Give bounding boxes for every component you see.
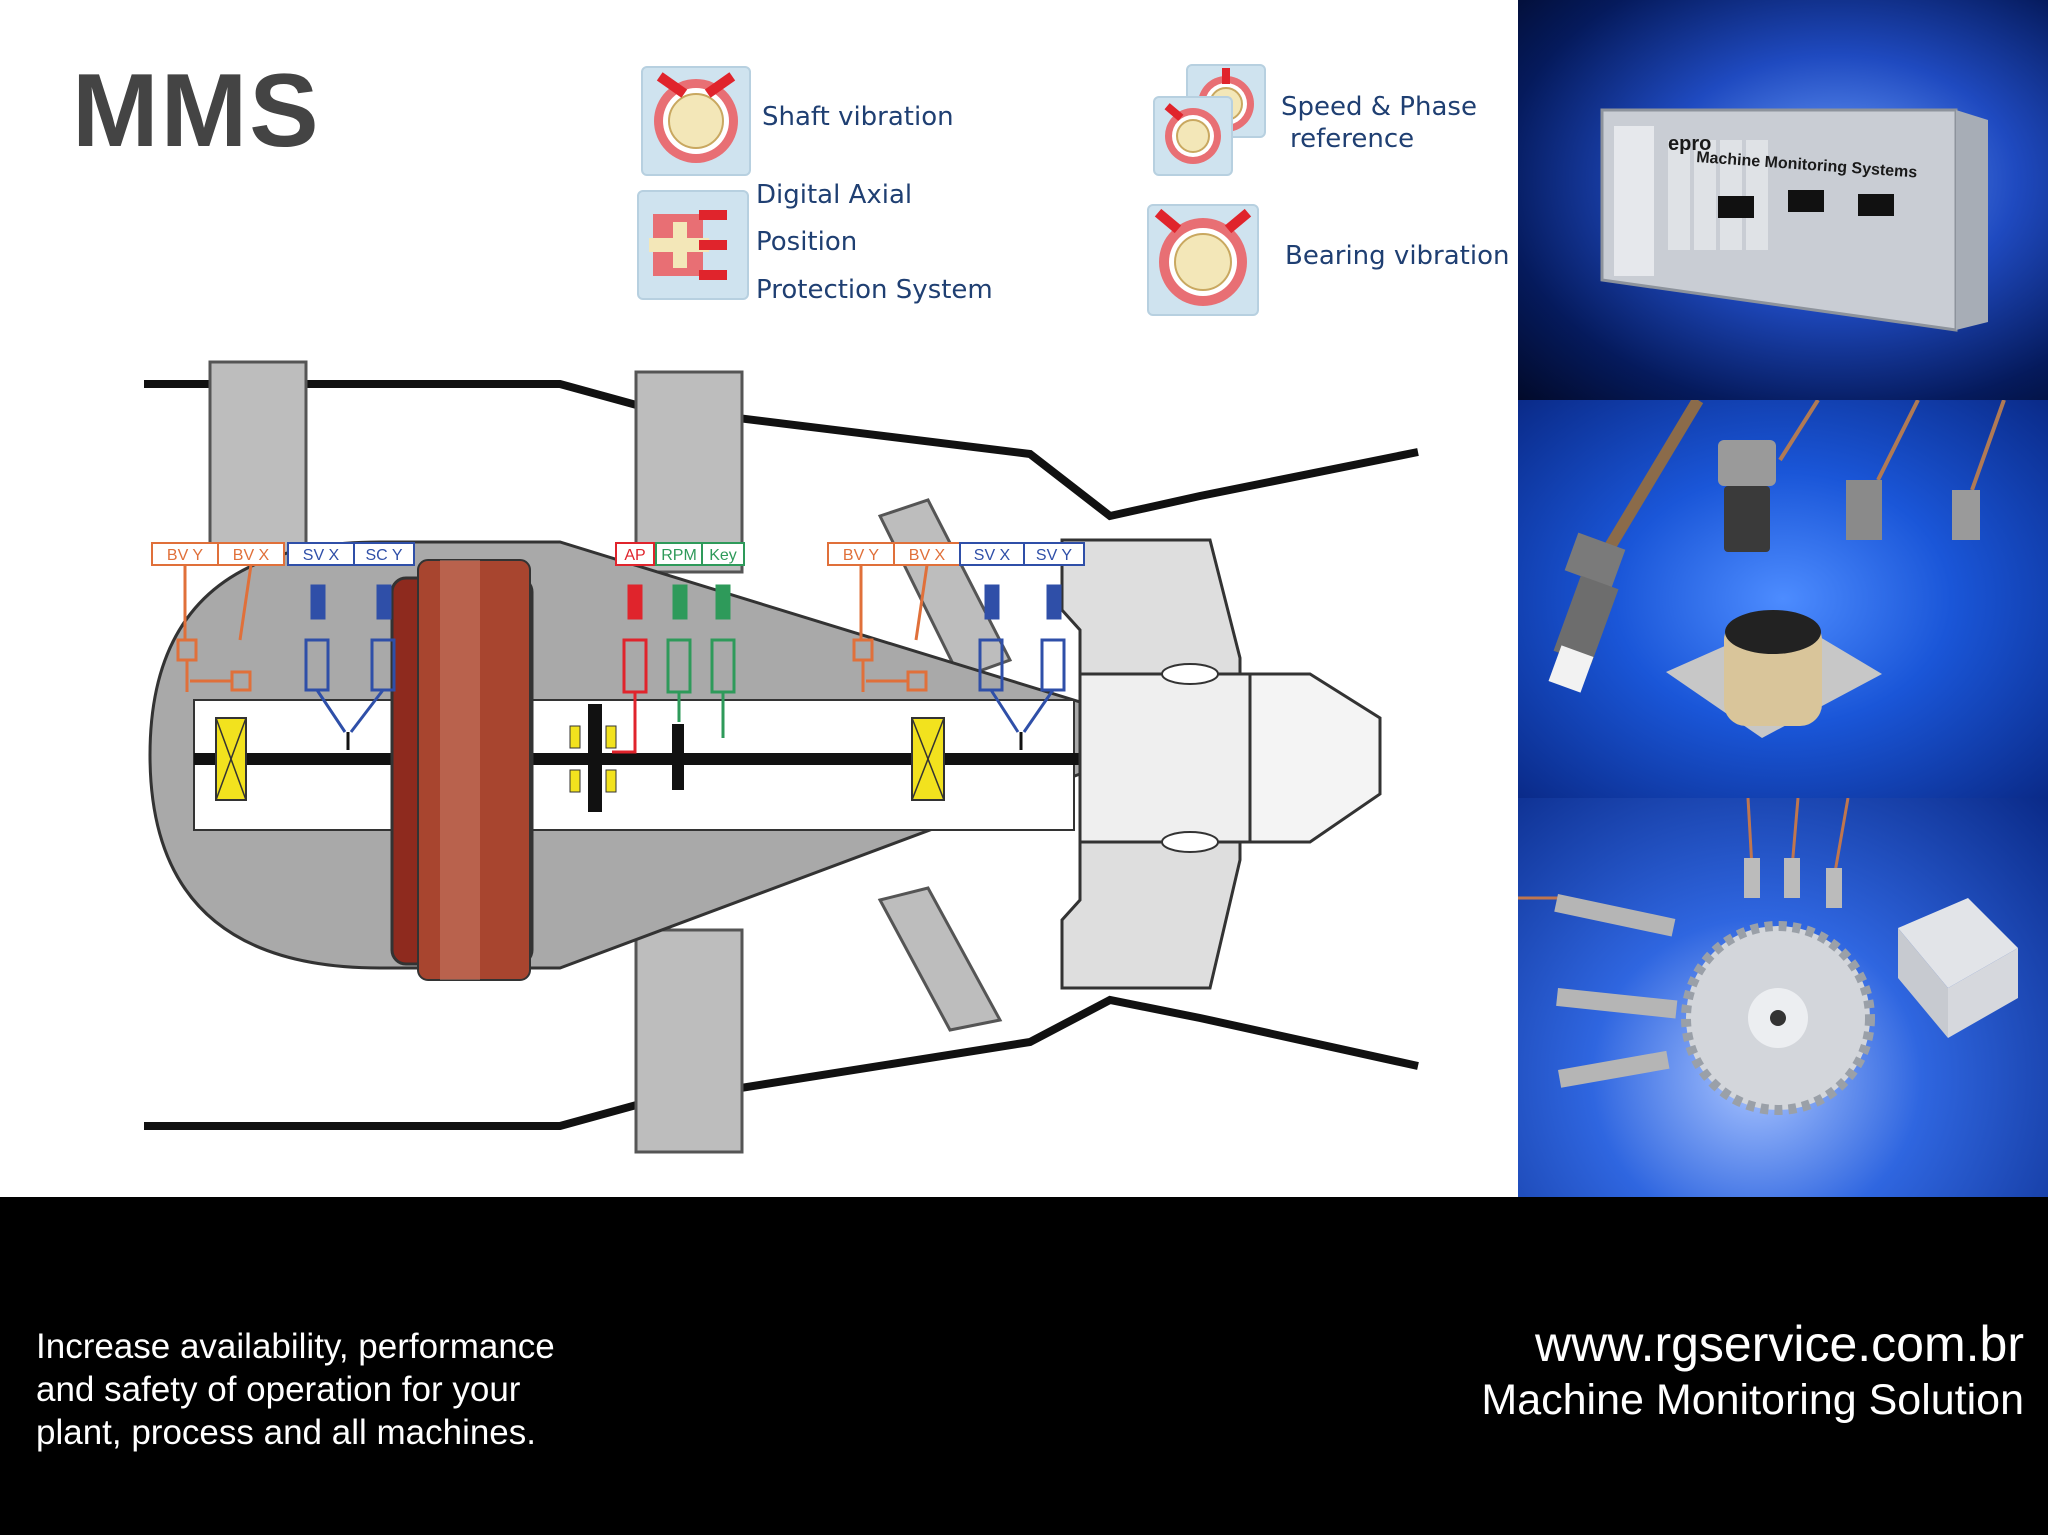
shaft-vibration-label: Shaft vibration: [762, 102, 954, 132]
thrust-collar: [588, 704, 602, 812]
svg-text:BV Y: BV Y: [167, 547, 204, 564]
machine-diagram: BV Y BV X SV X SC Y AP RPM Key BV Y: [144, 360, 1419, 1154]
svg-text:Key: Key: [709, 547, 737, 564]
svg-text:BV Y: BV Y: [843, 547, 880, 564]
sensors-photo: [1518, 400, 2048, 798]
speed-sensor-leads: [666, 584, 736, 738]
monitoring-rack-photo: epro Machine Monitoring Systems: [1518, 0, 2048, 400]
footer-tagline-block: Increase availability, performance and s…: [36, 1325, 555, 1454]
footer-line-1: Increase availability, performance: [36, 1327, 555, 1366]
tag-left-sc-y: SC Y: [353, 542, 415, 566]
svg-text:SV Y: SV Y: [1036, 547, 1073, 564]
strut-lower-diagonal: [877, 886, 1003, 1032]
bearing-vibration-icon: [1147, 204, 1259, 316]
svg-text:BV X: BV X: [909, 547, 946, 564]
tag-right-bv-x: BV X: [893, 542, 961, 566]
company-tagline: Machine Monitoring Solution: [1481, 1376, 2024, 1424]
support-strut-left: [208, 360, 308, 564]
bearing-sensor-leads-right: [852, 564, 929, 692]
casing-outline: [144, 380, 1419, 1130]
rack-brand: epro: [1668, 133, 1711, 155]
tag-left-bv-x: BV X: [217, 542, 285, 566]
speed-phase-label-line2: reference: [1290, 124, 1415, 154]
svg-text:SV X: SV X: [303, 547, 340, 564]
nose-body: [1078, 672, 1262, 844]
axial-label-line1: Digital Axial: [756, 180, 913, 210]
axial-label-line3: Protection System: [756, 275, 993, 305]
footer-line-3: plant, process and all machines.: [36, 1413, 536, 1452]
axial-position-icon: [637, 190, 749, 300]
probes-and-gear-photo: [1518, 798, 2048, 1197]
shaft-vibration-icon: [641, 66, 751, 176]
shaft-sensor-leads-left: [304, 584, 396, 750]
tag-left-sv-x: SV X: [287, 542, 355, 566]
shaft-sensor-leads-right: [978, 584, 1066, 750]
axial-sensor-lead: [612, 584, 648, 754]
svg-text:SV X: SV X: [974, 547, 1011, 564]
tag-right-sv-y: SV Y: [1023, 542, 1085, 566]
support-strut-middle-top: [634, 370, 744, 574]
tag-right-sv-x: SV X: [959, 542, 1025, 566]
svg-text:RPM: RPM: [661, 547, 697, 564]
footer-line-2: and safety of operation for your: [36, 1370, 521, 1409]
shaft: [194, 753, 1094, 765]
footer: Increase availability, performance and s…: [0, 1197, 2048, 1535]
bearing-sensor-leads-left: [176, 564, 253, 692]
tag-right-bv-y: BV Y: [827, 542, 895, 566]
key-wheel: [672, 724, 684, 790]
tag-left-bv-y: BV Y: [151, 542, 219, 566]
svg-text:SC Y: SC Y: [365, 547, 402, 564]
tag-rpm: RPM: [655, 542, 703, 566]
speed-phase-icon-secondary: [1153, 96, 1233, 176]
tag-ap: AP: [615, 542, 655, 566]
svg-text:BV X: BV X: [233, 547, 270, 564]
svg-text:AP: AP: [624, 547, 645, 564]
bearing-vibration-label: Bearing vibration: [1285, 241, 1510, 271]
page-title: MMS: [72, 53, 321, 169]
footer-contact-block: www.rgservice.com.br Machine Monitoring …: [1481, 1315, 2024, 1427]
tag-key: Key: [701, 542, 745, 566]
speed-phase-label-line1: Speed & Phase: [1281, 92, 1477, 122]
website-link[interactable]: www.rgservice.com.br: [1535, 1316, 2024, 1372]
support-strut-middle-bottom: [634, 928, 744, 1154]
axial-label-line2: Position: [756, 227, 858, 257]
product-photo-panel: epro Machine Monitoring Systems: [1518, 0, 2048, 1197]
nose-cone: [1248, 672, 1382, 844]
